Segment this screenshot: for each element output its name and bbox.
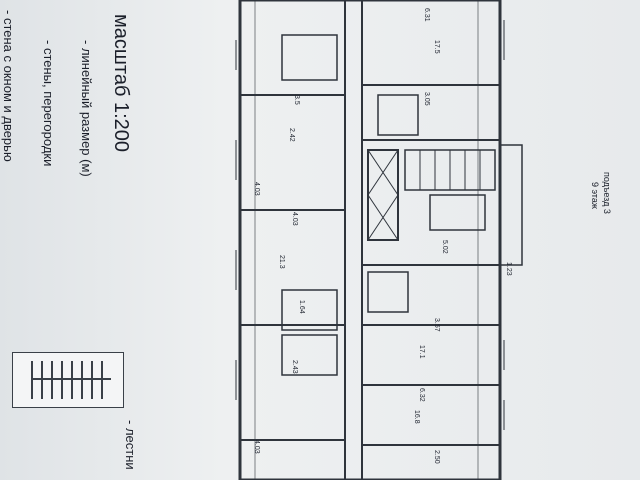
- room-label: 2.43: [291, 360, 298, 374]
- floor-label: 9 этаж: [590, 182, 600, 209]
- room-label: 4.03: [253, 182, 260, 196]
- room-label: 16.8: [413, 410, 420, 424]
- room-label: 17.1: [418, 345, 425, 359]
- room-label: 4.03: [291, 212, 298, 226]
- room-label: 2.42: [288, 128, 295, 142]
- room-label: 6.31: [423, 8, 430, 22]
- room-label: 2.50: [433, 450, 440, 464]
- room-label: 17.5: [433, 40, 440, 54]
- room-label: 4.03: [253, 440, 260, 454]
- entrance-label: подъезд 3: [602, 172, 612, 214]
- room-label: 3.57: [433, 318, 440, 332]
- room-label: 1.23: [505, 262, 512, 276]
- room-label: 21.3: [278, 255, 285, 269]
- room-label: 3.5: [293, 95, 300, 105]
- room-label: 1.64: [298, 300, 305, 314]
- room-label: 6.32: [418, 388, 425, 402]
- room-label: 5.02: [441, 240, 448, 254]
- room-label: 3.05: [423, 92, 430, 106]
- stairs-legend-symbol: [12, 352, 124, 408]
